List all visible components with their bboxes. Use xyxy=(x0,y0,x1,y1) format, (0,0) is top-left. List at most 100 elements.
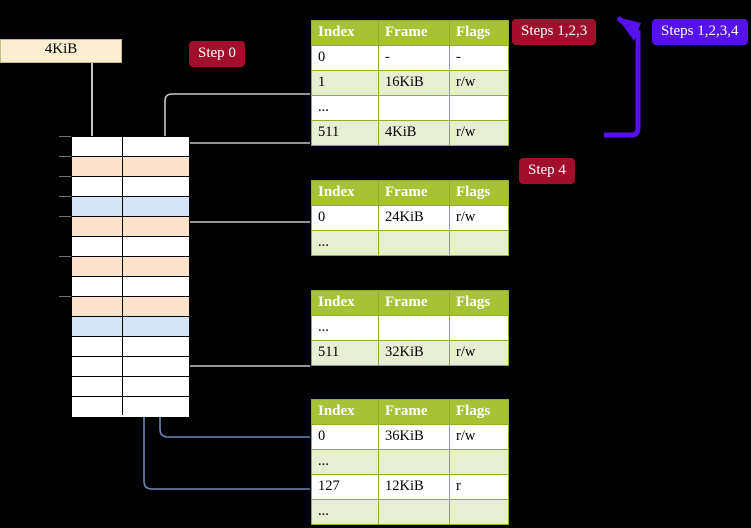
memory-frame-row xyxy=(72,157,189,177)
table-row: ... xyxy=(311,230,509,256)
cell-index: 511 xyxy=(311,340,379,366)
cell-flags: - xyxy=(449,45,509,71)
cell-frame: 4KiB xyxy=(378,120,450,146)
cell-index: ... xyxy=(311,95,379,121)
column-header-index: Index xyxy=(311,399,379,425)
column-header-frame: Frame xyxy=(378,399,450,425)
memory-frame-row xyxy=(72,137,189,157)
badge-step0-label: Step 0 xyxy=(198,45,236,61)
cell-flags: r/w xyxy=(449,120,509,146)
column-header-index: Index xyxy=(311,20,379,46)
grid-tick xyxy=(59,296,71,297)
memory-frame-row xyxy=(72,277,189,297)
table-row: ... xyxy=(311,95,509,121)
grid-tick xyxy=(59,176,71,177)
memory-frame-row xyxy=(72,397,189,417)
memory-frame-row xyxy=(72,357,189,377)
column-header-flags: Flags xyxy=(449,180,509,206)
column-header-frame: Frame xyxy=(378,290,450,316)
memory-frame-row xyxy=(72,317,189,337)
cell-flags: r/w xyxy=(449,70,509,96)
cell-flags xyxy=(449,95,509,121)
cell-frame: 32KiB xyxy=(378,340,450,366)
cell-frame xyxy=(378,315,450,341)
memory-frame-row xyxy=(72,257,189,277)
cell-frame: 16KiB xyxy=(378,70,450,96)
grid-tick xyxy=(59,196,71,197)
badge-steps-123-label: Steps 1,2,3 xyxy=(521,23,588,39)
cell-frame xyxy=(378,449,450,475)
cell-index: 0 xyxy=(311,205,379,231)
physical-memory-grid xyxy=(71,136,190,417)
cell-index: ... xyxy=(311,499,379,525)
table-row: ... xyxy=(311,499,509,525)
cell-flags: r xyxy=(449,474,509,500)
cell-frame xyxy=(378,230,450,256)
memory-frame-row xyxy=(72,197,189,217)
cell-frame: - xyxy=(378,45,450,71)
column-header-index: Index xyxy=(311,180,379,206)
table-row: 0-- xyxy=(311,45,509,71)
grid-tick xyxy=(59,256,71,257)
badge-step0: Step 0 xyxy=(189,41,245,67)
column-header-flags: Flags xyxy=(449,399,509,425)
cell-flags: r/w xyxy=(449,340,509,366)
badge-step4-label: Step 4 xyxy=(528,162,566,178)
cell-flags: r/w xyxy=(449,205,509,231)
column-header-flags: Flags xyxy=(449,20,509,46)
cell-index: ... xyxy=(311,449,379,475)
memory-frame-row xyxy=(72,337,189,357)
memory-frame-row xyxy=(72,217,189,237)
cell-frame xyxy=(378,499,450,525)
connector-l4-row1 xyxy=(164,93,310,154)
grid-column-divider xyxy=(122,137,123,415)
cell-index: ... xyxy=(311,230,379,256)
cell-frame: 24KiB xyxy=(378,205,450,231)
cell-frame: 36KiB xyxy=(378,424,450,450)
table-row: ... xyxy=(311,315,509,341)
steps-bracket-arrow xyxy=(604,16,641,138)
cell-frame xyxy=(378,95,450,121)
badge-step4: Step 4 xyxy=(519,158,575,184)
memory-region-tag-label: 4KiB xyxy=(44,41,78,57)
badge-steps-1234: Steps 1,2,3,4 xyxy=(652,19,748,45)
cell-flags xyxy=(449,230,509,256)
badge-steps-1234-label: Steps 1,2,3,4 xyxy=(661,23,739,39)
cell-index: 0 xyxy=(311,45,379,71)
column-header-flags: Flags xyxy=(449,290,509,316)
grid-tick xyxy=(59,216,71,217)
cell-index: 511 xyxy=(311,120,379,146)
cell-index: 0 xyxy=(311,424,379,450)
column-header-index: Index xyxy=(311,290,379,316)
memory-frame-row xyxy=(72,177,189,197)
cell-flags xyxy=(449,449,509,475)
connector-l1-row127 xyxy=(137,214,310,490)
cell-index: 1 xyxy=(311,70,379,96)
cell-index: 127 xyxy=(311,474,379,500)
grid-tick xyxy=(59,156,71,157)
connector-l2-row511 xyxy=(176,296,310,368)
cell-flags xyxy=(449,315,509,341)
badge-steps-123: Steps 1,2,3 xyxy=(512,19,597,45)
memory-frame-row xyxy=(72,377,189,397)
column-header-frame: Frame xyxy=(378,20,450,46)
cell-flags xyxy=(449,499,509,525)
cell-frame: 12KiB xyxy=(378,474,450,500)
table-row: ... xyxy=(311,449,509,475)
memory-region-tag: 4KiB xyxy=(0,39,122,63)
grid-tick xyxy=(59,136,71,137)
